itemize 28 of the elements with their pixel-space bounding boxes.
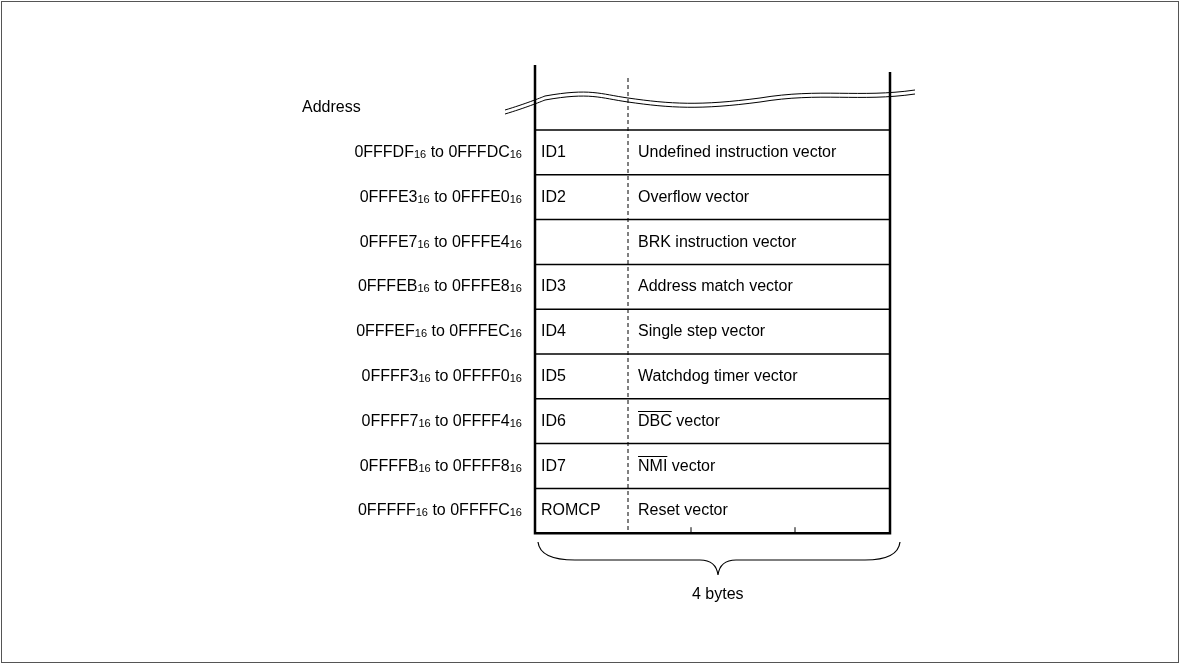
address-range: 0FFFDF$_{16}$ to 0FFFDC$_{16}$ — [353, 142, 522, 162]
vector-name: DBC vector — [638, 410, 720, 431]
vector-name: Address match vector — [638, 276, 793, 297]
vector-name: Single step vector — [638, 321, 766, 342]
address-range: 0FFFF7$_{16}$ to 0FFFF4$_{16}$ — [360, 410, 522, 431]
vector-name: BRK instruction vector — [638, 231, 797, 252]
id-code: ID3 — [541, 276, 566, 297]
vector-name: Undefined instruction vector — [638, 142, 837, 162]
address-range: 0FFFE3$_{16}$ to 0FFFE0$_{16}$ — [358, 186, 522, 207]
id-code: ID5 — [541, 366, 566, 386]
address-range: 0FFFF3$_{16}$ to 0FFFF0$_{16}$ — [360, 366, 522, 386]
address-range: 0FFFEF$_{16}$ to 0FFFEC$_{16}$ — [355, 321, 522, 342]
address-range: 0FFFEB$_{16}$ to 0FFFE8$_{16}$ — [356, 276, 522, 297]
address-range: 0FFFE7$_{16}$ to 0FFFE4$_{16}$ — [358, 231, 522, 252]
vector-name: NMI vector — [638, 455, 716, 476]
id-code: ROMCP — [541, 500, 601, 521]
column-heading: Address — [302, 97, 361, 117]
id-code: ID4 — [541, 321, 566, 342]
id-code: ID6 — [541, 410, 566, 431]
id-code: ID2 — [541, 186, 566, 207]
byte-width: 4 bytes — [692, 584, 744, 604]
address-range: 0FFFFF$_{16}$ to 0FFFFC$_{16}$ — [356, 500, 522, 521]
id-code: ID7 — [541, 455, 566, 476]
id-code: ID1 — [541, 142, 566, 162]
vector-name: Reset vector — [638, 500, 728, 521]
vector-name: Overflow vector — [638, 186, 750, 207]
vector-name: Watchdog timer vector — [638, 366, 798, 386]
address-range: 0FFFFB$_{16}$ to 0FFFF8$_{16}$ — [358, 455, 522, 476]
